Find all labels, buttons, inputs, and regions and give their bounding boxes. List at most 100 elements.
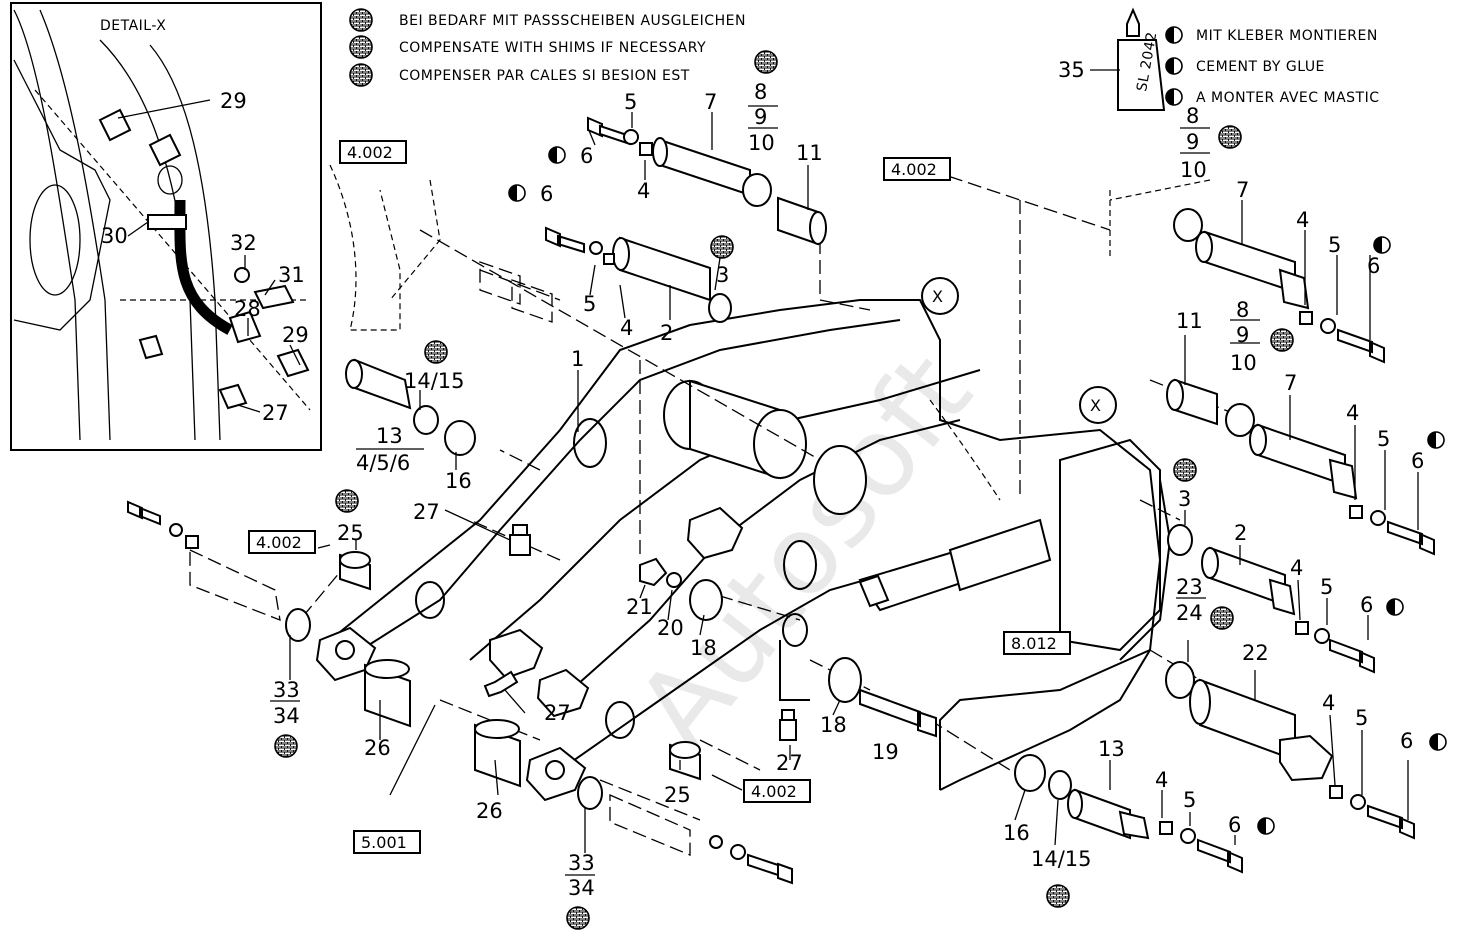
shim-symbol: [566, 906, 590, 930]
callout-4: 4: [637, 179, 650, 203]
callout-35: 35: [1058, 58, 1085, 82]
shim-symbol: [1173, 458, 1197, 482]
ref-box-4.002-a[interactable]: 4.002: [339, 140, 407, 164]
ref-box-8.012[interactable]: 8.012: [1003, 631, 1071, 655]
legend-glue-de: MIT KLEBER MONTIEREN: [1196, 28, 1378, 44]
glue-symbol: [1165, 57, 1183, 75]
callout-4: 4: [1290, 556, 1303, 580]
callout-7: 7: [704, 90, 717, 114]
callout-4: 4: [1346, 401, 1359, 425]
callout-7: 7: [1236, 178, 1249, 202]
glue-symbol: [1373, 236, 1391, 254]
callout-5: 5: [1328, 233, 1341, 257]
shim-symbol: [1218, 125, 1242, 149]
shim-symbol: [335, 489, 359, 513]
main-frame: X X: [299, 164, 1251, 821]
ref-box-4.002-c[interactable]: 4.002: [248, 530, 316, 554]
callout-9: 9: [1186, 130, 1199, 154]
callout-18: 18: [820, 713, 847, 737]
glue-symbol: [1165, 26, 1183, 44]
shim-symbol: [424, 340, 448, 364]
callout-14-15: 14/15: [1031, 847, 1092, 871]
callout-27: 27: [776, 751, 803, 775]
callout-6: 6: [580, 144, 593, 168]
callout-6: 6: [1411, 449, 1424, 473]
callout-28: 28: [234, 297, 261, 321]
glue-symbol: [508, 184, 526, 202]
detail-x-panel: DETAIL-X: [10, 2, 322, 451]
glue-symbol: [1427, 431, 1445, 449]
shim-symbol: [349, 63, 373, 87]
callout-22: 22: [1242, 641, 1269, 665]
callout-34: 34: [568, 876, 595, 900]
callout-14-15: 14/15: [404, 369, 465, 393]
callout-6: 6: [1360, 593, 1373, 617]
callout-23: 23: [1176, 575, 1203, 599]
callout-13: 13: [376, 424, 403, 448]
callout-4: 4: [1155, 768, 1168, 792]
callout-18: 18: [690, 636, 717, 660]
view-marker-label: X: [1090, 396, 1101, 415]
callout-27: 27: [413, 500, 440, 524]
callout-5: 5: [583, 292, 596, 316]
shim-symbol: [1270, 328, 1294, 352]
svg-text:5.001: 5.001: [361, 833, 407, 852]
callout-16: 16: [445, 469, 472, 493]
shim-symbol: [349, 8, 373, 32]
callout-27: 27: [262, 401, 289, 425]
callout-11: 11: [1176, 309, 1203, 333]
callout-5: 5: [1355, 706, 1368, 730]
callout-29: 29: [282, 323, 309, 347]
callout-4-5-6: 4/5/6: [356, 451, 410, 475]
callout-19: 19: [872, 740, 899, 764]
shim-symbol: [754, 50, 778, 74]
callout-4: 4: [620, 316, 633, 340]
callout-8: 8: [1236, 298, 1249, 322]
detail-title: DETAIL-X: [100, 18, 166, 34]
legend-glue-en: CEMENT BY GLUE: [1196, 59, 1325, 75]
callout-2: 2: [660, 321, 673, 345]
glue-symbol: [1165, 88, 1183, 106]
callout-30: 30: [101, 224, 128, 248]
callout-5: 5: [1183, 788, 1196, 812]
callout-27: 27: [544, 701, 571, 725]
callout-10: 10: [748, 131, 775, 155]
legend-glue-fr: A MONTER AVEC MASTIC: [1196, 90, 1380, 106]
ref-box-5.001[interactable]: 5.001: [353, 830, 421, 854]
glue-symbol: [548, 146, 566, 164]
ref-box-4.002-b[interactable]: 4.002: [883, 157, 951, 181]
callout-34: 34: [273, 704, 300, 728]
callout-31: 31: [278, 263, 305, 287]
ref-box-4.002-d[interactable]: 4.002: [743, 779, 811, 803]
legend-shim-fr: COMPENSER PAR CALES SI BESION EST: [399, 68, 690, 84]
callout-9: 9: [754, 105, 767, 129]
callout-26: 26: [364, 736, 391, 760]
callout-21: 21: [626, 595, 653, 619]
callout-33: 33: [273, 678, 300, 702]
svg-text:8.012: 8.012: [1011, 634, 1057, 653]
legend-shim-de: BEI BEDARF MIT PASSSCHEIBEN AUSGLEICHEN: [399, 13, 746, 29]
glue-symbol: [1386, 598, 1404, 616]
shim-symbol: [274, 734, 298, 758]
callout-10: 10: [1180, 158, 1207, 182]
parts: [127, 112, 1435, 885]
callout-4: 4: [1322, 691, 1335, 715]
callout-20: 20: [657, 616, 684, 640]
svg-text:4.002: 4.002: [891, 160, 937, 179]
svg-text:4.002: 4.002: [347, 143, 393, 162]
callout-3: 3: [1178, 487, 1191, 511]
glue-symbol: [1257, 817, 1275, 835]
callout-5: 5: [1377, 427, 1390, 451]
view-marker-label: X: [932, 287, 943, 306]
callout-32: 32: [230, 231, 257, 255]
callout-25: 25: [337, 521, 364, 545]
callout-26: 26: [476, 799, 503, 823]
shim-symbol: [710, 235, 734, 259]
callout-6: 6: [1400, 729, 1413, 753]
callout-5: 5: [1320, 575, 1333, 599]
callout-1: 1: [571, 347, 584, 371]
svg-text:4.002: 4.002: [256, 533, 302, 552]
callout-33: 33: [568, 851, 595, 875]
shim-symbol: [1210, 606, 1234, 630]
